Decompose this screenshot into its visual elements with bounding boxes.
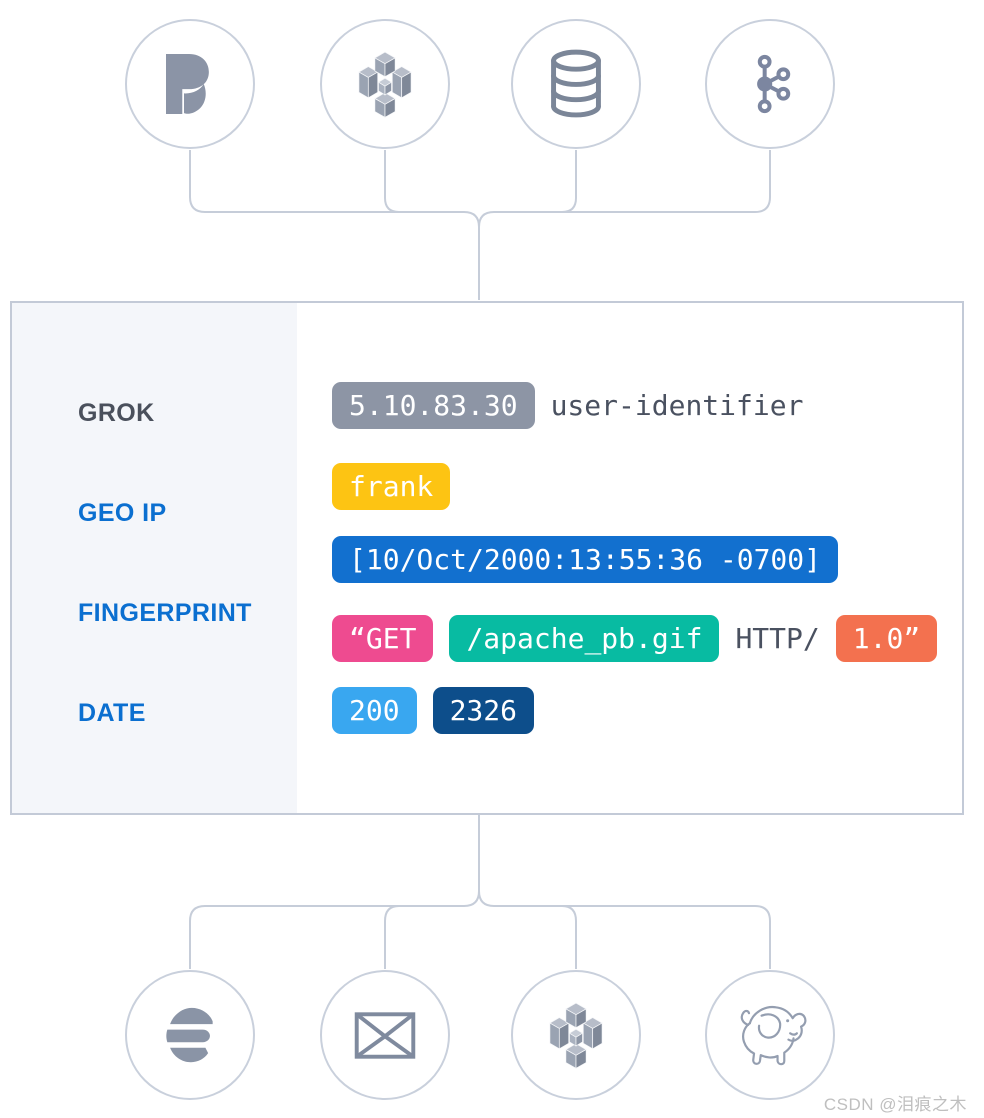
destination-node-hadoop: [705, 970, 835, 1100]
kafka-icon: [757, 54, 791, 114]
source-node-kafka: [705, 19, 835, 149]
top-connector: [189, 150, 771, 300]
processor-label-geoip: GEO IP: [78, 499, 167, 527]
token-chip-username: frank: [332, 463, 451, 510]
destination-node-s3: [511, 970, 641, 1100]
destination-node-email: [320, 970, 450, 1100]
processor-label-grok: GROK: [78, 399, 155, 427]
elastic-icon: [166, 1007, 213, 1063]
source-node-s3: [320, 19, 450, 149]
log-token-row: [10/Oct/2000:13:55:36 -0700]: [332, 536, 854, 583]
token-chip-http-version: 1.0”: [835, 615, 938, 662]
database-icon: [551, 49, 601, 118]
processor-sidebar: [12, 303, 297, 813]
bottom-connector: [189, 813, 771, 969]
log-token-row: 200 2326: [332, 687, 550, 734]
processor-label-fingerprint: FINGERPRINT: [78, 599, 252, 627]
log-token-row: 5.10.83.30 user-identifier: [332, 382, 819, 429]
log-token-row: frank: [332, 463, 466, 510]
source-node-beats: [125, 19, 255, 149]
processor-label-date: DATE: [78, 699, 146, 727]
destination-node-elasticsearch: [125, 970, 255, 1100]
envelope-icon: [354, 1011, 416, 1059]
token-chip-timestamp: [10/Oct/2000:13:55:36 -0700]: [332, 536, 839, 583]
beats-icon: [166, 54, 209, 114]
token-chip-status-code: 200: [332, 687, 417, 734]
source-node-database: [511, 19, 641, 149]
log-token-row: “GET /apache_pb.gif HTTP/ 1.0”: [332, 615, 953, 662]
token-text-http: HTTP/: [735, 622, 820, 655]
token-chip-bytes: 2326: [432, 687, 535, 734]
token-text-user-identifier: user-identifier: [550, 389, 804, 422]
watermark: CSDN @泪痕之木: [823, 1095, 967, 1114]
token-chip-method: “GET: [332, 615, 434, 662]
s3-bucket-icon: [549, 1002, 603, 1069]
token-chip-path: /apache_pb.gif: [449, 615, 720, 662]
s3-bucket-icon: [358, 51, 412, 118]
hadoop-elephant-icon: [740, 1005, 807, 1066]
token-chip-client-ip: 5.10.83.30: [332, 382, 535, 429]
